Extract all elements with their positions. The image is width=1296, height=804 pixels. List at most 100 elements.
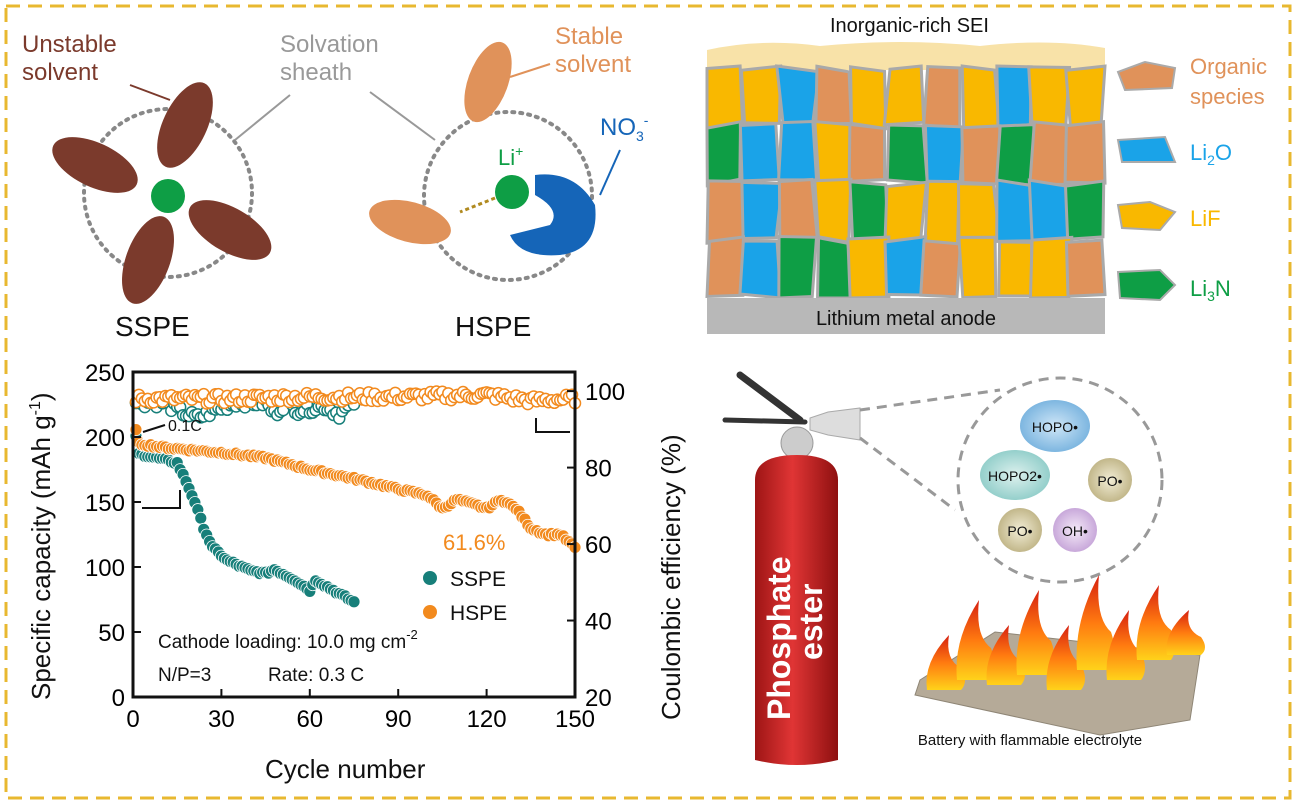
flame [1016, 590, 1055, 675]
extinguisher-handle [722, 417, 808, 425]
sei-grain [883, 234, 928, 297]
sei-grain [1064, 238, 1107, 298]
unstable-solvent-molecule [188, 200, 272, 260]
stable-solvent-label: solvent [555, 51, 631, 78]
x-axis-label: Cycle number [265, 754, 426, 784]
sei-grains [705, 64, 1107, 300]
arrow [599, 149, 621, 196]
retention-annotation: 61.6% [443, 530, 505, 555]
flame [1076, 575, 1115, 670]
sei-grain [923, 123, 966, 189]
arrow [142, 424, 166, 433]
radical-bubble [980, 450, 1050, 500]
flame [1046, 625, 1085, 690]
unstable-solvent-molecule [122, 216, 174, 304]
li-ion [495, 175, 529, 209]
legend-swatch-lif [1116, 200, 1177, 232]
unstable-solvent-molecule [157, 82, 213, 168]
sei-grain [994, 123, 1037, 187]
legend-swatch-li2o [1116, 135, 1177, 163]
sei-diagram: Inorganic-rich SEI Lithium metal anode O… [705, 15, 1267, 334]
solvation-sheath-label: Solvation [280, 31, 379, 58]
radical-bubble [998, 508, 1042, 552]
rate-annotation: Rate: 0.3 C [268, 665, 364, 686]
legend-label: Li3N [1190, 276, 1231, 304]
loading-annotation: Cathode loading: 10.0 mg cm-2 [158, 627, 418, 653]
sspe-diagram: Unstable solvent Solvation sheath SSPE [22, 31, 436, 342]
y-tick-label: 200 [85, 425, 125, 452]
sei-title: Inorganic-rich SEI [830, 15, 989, 37]
flame [1136, 585, 1175, 660]
flame [986, 625, 1025, 685]
x-tick-label: 0 [126, 706, 139, 733]
sei-grain [777, 234, 819, 300]
sei-grain [814, 64, 853, 126]
battery-caption: Battery with flammable electrolyte [918, 732, 1142, 749]
legend-label: Organic [1190, 54, 1267, 79]
radical-bubble [1020, 400, 1090, 452]
zoom-line [859, 436, 956, 512]
y-right-tick-label: 20 [585, 685, 612, 712]
sspe-label: SSPE [115, 311, 190, 342]
radical-bubble [1053, 508, 1097, 552]
sei-grain [956, 182, 1002, 243]
sei-grain [1063, 120, 1107, 185]
y-tick-label: 150 [85, 490, 125, 517]
radical-label: PO• [1097, 473, 1122, 489]
arrow [369, 91, 436, 141]
radical-label: HOPO• [1032, 419, 1078, 435]
sei-grain [848, 180, 890, 246]
arrow [129, 84, 171, 101]
unstable-solvent-label: Unstable [22, 31, 117, 58]
flame [1166, 610, 1205, 655]
arrow [509, 63, 551, 78]
flame [956, 600, 995, 680]
legend-swatch-organic [1116, 60, 1177, 92]
solvation-sheath-circle [422, 110, 594, 282]
sei-grain [919, 239, 963, 299]
radical-label: OH• [1062, 523, 1088, 539]
sei-grain [775, 64, 821, 127]
y-tick-label: 250 [85, 360, 125, 387]
pressure-gauge [780, 426, 814, 460]
zoom-circle [956, 376, 1164, 584]
x-tick-label: 30 [208, 706, 235, 733]
extinguisher-lever[interactable] [736, 371, 804, 424]
sei-legend: Organic species Li2O LiF Li3N [1116, 54, 1267, 304]
legend-marker-hspe [423, 605, 437, 619]
li-ion-label: Li+ [498, 143, 523, 170]
legend-label: species [1190, 84, 1265, 109]
legend-label: Li2O [1190, 140, 1232, 168]
legend-marker-sspe [423, 571, 437, 585]
sei-grain [922, 65, 962, 130]
sei-grain [923, 179, 961, 246]
flame [926, 635, 965, 690]
stable-solvent-label: Stable [555, 23, 623, 50]
solvation-sheath-circle [82, 107, 254, 279]
hspe-label: HSPE [455, 311, 531, 342]
sei-grain [957, 235, 998, 300]
zoom-line [859, 388, 1001, 412]
y-right-tick-label: 80 [585, 456, 612, 483]
x-tick-label: 120 [467, 706, 507, 733]
capacity-point-sspe [194, 511, 208, 525]
sei-grain [847, 122, 887, 184]
sei-grain [1027, 65, 1072, 131]
radical-label: HOPO2• [988, 468, 1042, 484]
legend-label: LiF [1190, 206, 1221, 231]
arrow [234, 94, 291, 141]
sei-grain [739, 64, 783, 125]
x-tick-label: 150 [555, 706, 595, 733]
rate-annotation: 0.1C [168, 418, 202, 435]
flame [1106, 610, 1145, 680]
stable-solvent-molecule [369, 199, 451, 245]
y-tick-label: 100 [85, 555, 125, 582]
sei-grain [738, 122, 781, 183]
sei-grain [882, 64, 926, 127]
sei-grain [995, 64, 1033, 130]
fire-extinguisher: Phosphate ester HOPO• HOPO2• PO• PO• OH•… [722, 371, 1205, 765]
